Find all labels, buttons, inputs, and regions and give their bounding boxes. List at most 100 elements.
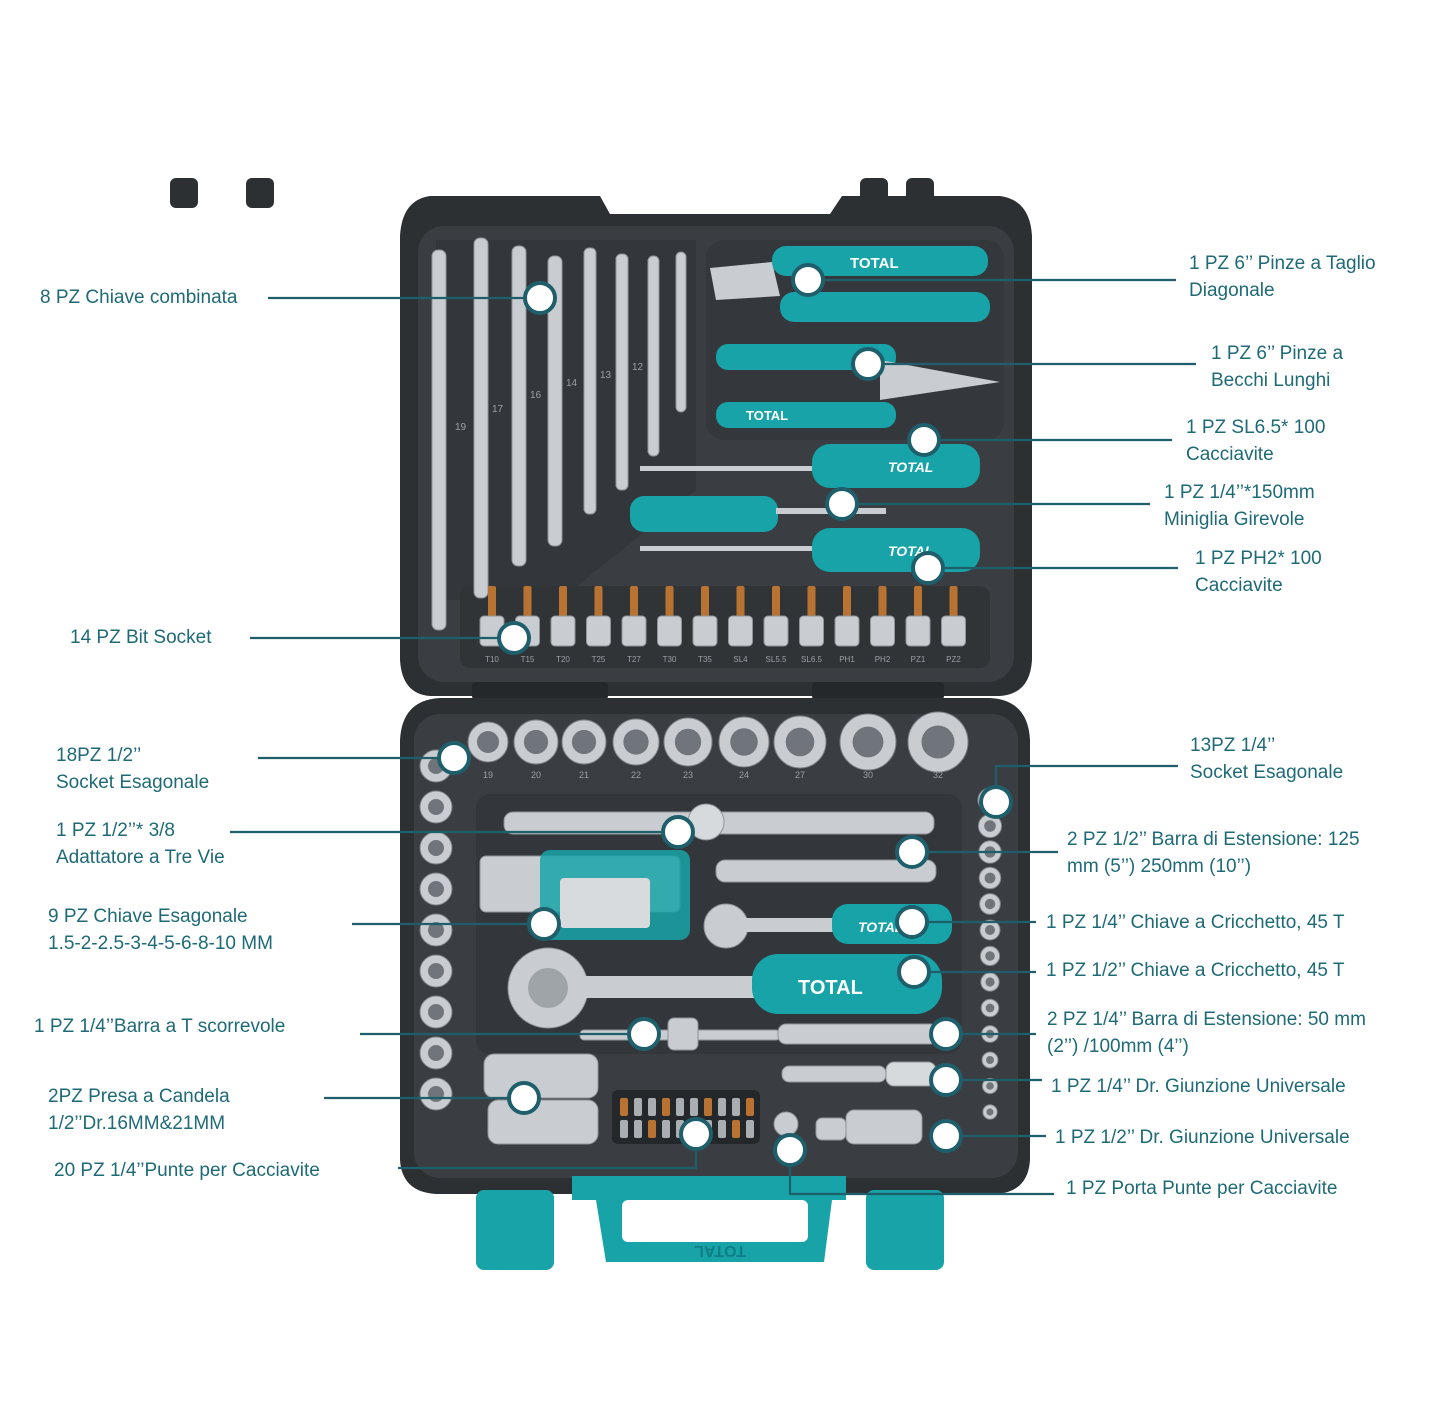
callout-miniglia: 1 PZ 1/4’’*150mm Miniglia Girevole xyxy=(1164,479,1315,533)
bit-socket-marking: PZ1 xyxy=(911,655,926,664)
socket-size-marking: 32 xyxy=(933,770,943,780)
bit-socket-marking: T10 xyxy=(485,655,499,664)
screwdriver-bit xyxy=(732,1098,740,1116)
callout-line: mm (5’’) 250mm (10’’) xyxy=(1067,856,1252,877)
socket-bore xyxy=(730,728,758,756)
socket-bore xyxy=(986,1082,994,1090)
combination-wrenches xyxy=(431,237,687,631)
socket-bore xyxy=(985,925,995,935)
socket-bore xyxy=(785,727,815,757)
callout-barra-12: 2 PZ 1/2’’ Barra di Estensione: 125 mm (… xyxy=(1067,826,1360,880)
screwdriver-bit xyxy=(620,1098,628,1116)
callout-barra-t: 1 PZ 1/4’’Barra a T scorrevole xyxy=(34,1013,285,1040)
ratchet-quarter-brand: TOTAL xyxy=(858,919,903,935)
callout-cricchetto-14: 1 PZ 1/4’’ Chiave a Cricchetto, 45 T xyxy=(1046,909,1345,936)
wrench-size-4: 14 xyxy=(566,378,578,389)
callout-porta-punte: 1 PZ Porta Punte per Cacciavite xyxy=(1066,1175,1337,1202)
callout-cacciavite-sl: 1 PZ SL6.5* 100 Cacciavite xyxy=(1186,414,1325,468)
callout-giunzione-14: 1 PZ 1/4’’ Dr. Giunzione Universale xyxy=(1051,1073,1346,1100)
callout-line: Diagonale xyxy=(1189,280,1275,301)
case-latches xyxy=(476,1190,944,1270)
callout-line: Cacciavite xyxy=(1186,444,1274,465)
bit-tip xyxy=(665,586,674,620)
callout-marker xyxy=(851,347,885,381)
screwdriver-bit xyxy=(690,1098,698,1116)
bit-socket-marking: T35 xyxy=(698,655,712,664)
socket-bore xyxy=(674,728,702,756)
case-hinges xyxy=(472,682,944,700)
bit-socket xyxy=(657,615,682,647)
socket-bore xyxy=(571,729,597,755)
socket-bore xyxy=(523,729,549,755)
bit-socket xyxy=(550,615,576,647)
socket-bore xyxy=(852,726,884,758)
callout-line: Becchi Lunghi xyxy=(1211,370,1331,391)
bit-tip xyxy=(630,586,638,620)
socket-bore xyxy=(477,731,499,753)
universal-joint-quarter xyxy=(885,1061,937,1087)
callout-socket-12: 18PZ 1/2’’ Socket Esagonale xyxy=(56,742,209,796)
callout-marker xyxy=(437,741,471,775)
bit-socket-marking: SL5.5 xyxy=(766,655,787,664)
callout-line: 1 PZ 1/2’’* 3/8 xyxy=(56,820,176,841)
socket-bore xyxy=(986,1108,994,1116)
bit-socket xyxy=(728,615,753,647)
socket-size-marking: 19 xyxy=(483,770,493,780)
bit-socket-marking: PZ2 xyxy=(946,655,961,664)
bit-socket xyxy=(621,615,647,647)
bit-socket-marking: SL4 xyxy=(733,655,748,664)
callout-line: (2’’) /100mm (4’’) xyxy=(1047,1036,1189,1057)
callout-marker xyxy=(929,1119,963,1153)
callout-marker xyxy=(911,551,945,585)
callout-chiave-combinata: 8 PZ Chiave combinata xyxy=(40,284,238,311)
callout-line: Socket Esagonale xyxy=(1190,762,1344,783)
socket-size-marking: 20 xyxy=(531,770,541,780)
callout-line: 20 PZ 1/4’’Punte per Cacciavite xyxy=(54,1160,320,1181)
socket-bore xyxy=(428,1086,444,1102)
socket-bore xyxy=(428,922,444,938)
callout-marker xyxy=(523,281,557,315)
screwdriver-bit xyxy=(746,1120,754,1138)
screwdriver-bit xyxy=(732,1120,740,1138)
long-nose-pliers: TOTAL xyxy=(716,344,1000,428)
callout-line: 1 PZ Porta Punte per Cacciavite xyxy=(1066,1178,1338,1199)
socket-bore xyxy=(985,951,995,961)
callout-line: 1 PZ SL6.5* 100 xyxy=(1186,417,1326,438)
screwdriver-bit xyxy=(648,1120,656,1138)
bit-tip xyxy=(878,586,887,620)
callout-pinze-taglio: 1 PZ 6’’ Pinze a Taglio Diagonale xyxy=(1189,250,1376,304)
bit-socket xyxy=(905,615,931,647)
wrench-size-1: 19 xyxy=(455,422,467,433)
socket-size-marking: 21 xyxy=(579,770,589,780)
screwdriver-bit xyxy=(648,1098,656,1116)
bit-socket-marking: T15 xyxy=(521,655,535,664)
bit-socket-marking: T30 xyxy=(663,655,677,664)
screwdriver-bit xyxy=(676,1098,684,1116)
bit-socket xyxy=(941,615,966,647)
bit-socket-marking: T20 xyxy=(556,655,570,664)
callout-marker xyxy=(929,1063,963,1097)
screwdriver-sl-brand: TOTAL xyxy=(888,459,933,475)
callout-marker xyxy=(627,1017,661,1051)
bit-socket xyxy=(799,615,824,647)
socket-bore xyxy=(428,881,444,897)
wrench-size-2: 17 xyxy=(492,404,504,415)
callout-line: Socket Esagonale xyxy=(56,772,210,793)
callout-line: 1 PZ 1/4’’ Chiave a Cricchetto, 45 T xyxy=(1046,912,1345,933)
bit-socket xyxy=(870,615,895,647)
callout-giunzione-12: 1 PZ 1/2’’ Dr. Giunzione Universale xyxy=(1055,1124,1350,1151)
callout-line: 1 PZ 6’’ Pinze a xyxy=(1211,343,1344,364)
callout-cacciavite-ph: 1 PZ PH2* 100 Cacciavite xyxy=(1195,545,1322,599)
callout-line: 1 PZ 6’’ Pinze a Taglio xyxy=(1189,253,1376,274)
bit-tip xyxy=(594,586,603,620)
callout-line: 13PZ 1/4’’ xyxy=(1190,735,1276,756)
callout-adattatore: 1 PZ 1/2’’* 3/8 Adattatore a Tre Vie xyxy=(56,817,225,871)
callout-marker xyxy=(895,835,929,869)
diagonal-pliers: TOTAL xyxy=(710,246,990,322)
bit-tip xyxy=(736,586,745,620)
screwdriver-bit xyxy=(634,1098,642,1116)
screwdriver-bit xyxy=(620,1120,628,1138)
bit-tip xyxy=(843,586,851,620)
callout-line: 2 PZ 1/2’’ Barra di Estensione: 125 xyxy=(1067,829,1360,850)
